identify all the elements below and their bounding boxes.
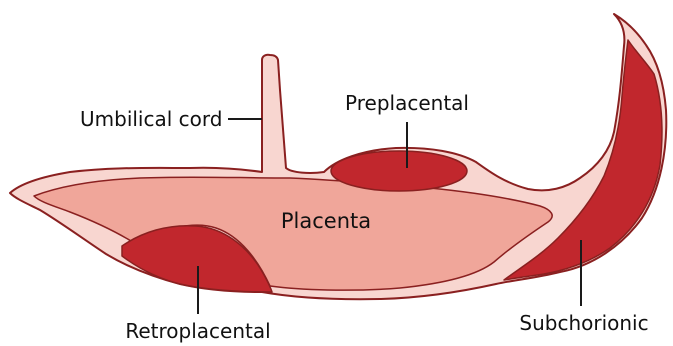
- preplacental-label: Preplacental: [345, 91, 469, 115]
- umbilical-cord-label: Umbilical cord: [80, 107, 222, 131]
- retroplacental-label: Retroplacental: [125, 319, 270, 343]
- subchorionic-label: Subchorionic: [519, 311, 648, 335]
- placenta-label: Placenta: [281, 209, 371, 233]
- preplacental-hematoma: [331, 151, 467, 191]
- umbilical-cord: [265, 62, 283, 172]
